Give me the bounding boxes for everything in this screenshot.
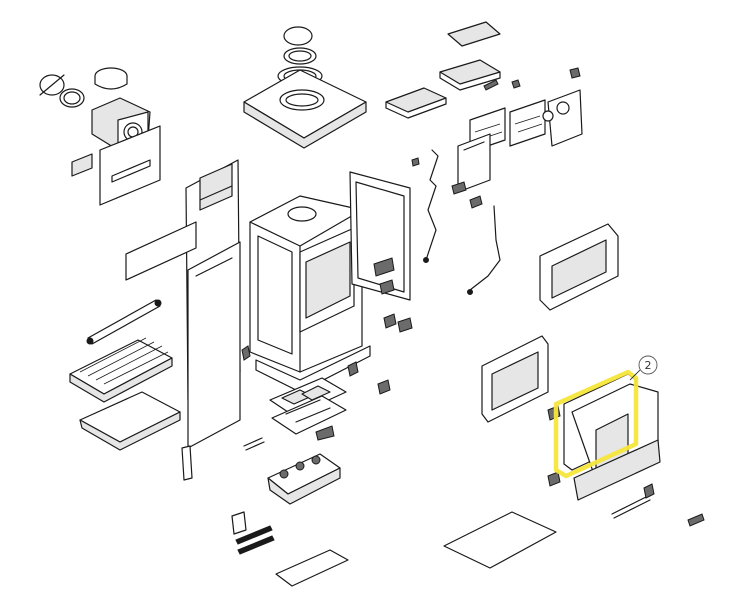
door-assemblies (443, 223, 705, 569)
callout-number: 2 (645, 359, 652, 372)
flue-outlet-assembly (39, 67, 161, 206)
grate-assembly (69, 299, 359, 481)
callout-2: 2 (629, 355, 658, 381)
highlighted-door-seal (553, 369, 639, 479)
stove-body (125, 159, 413, 449)
baffle-plates (385, 21, 583, 193)
top-plate-assembly (243, 26, 367, 149)
ashpan-assembly (231, 377, 391, 587)
control-rods (411, 149, 501, 295)
